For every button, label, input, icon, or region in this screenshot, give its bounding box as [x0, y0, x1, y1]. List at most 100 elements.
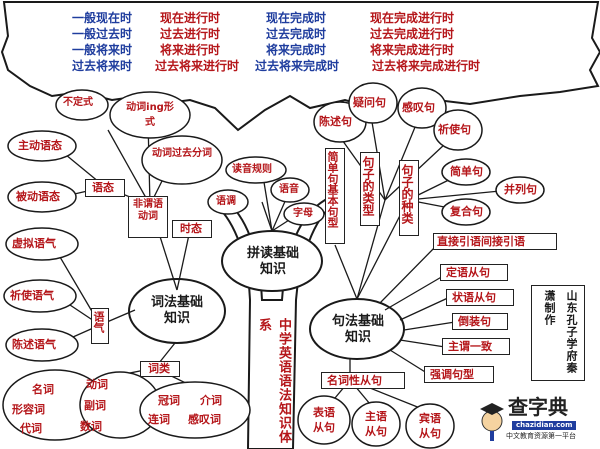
label-yutai: 语态 [92, 181, 114, 194]
box-shitai [172, 220, 212, 238]
tense-cell: 过去将来完成进行时 [372, 59, 481, 73]
cloud-budingshi [55, 89, 109, 121]
box-duozhuang [452, 313, 508, 330]
label-shitai: 时态 [180, 222, 202, 235]
cloud-binglieju [495, 176, 545, 204]
label-qishiju: 祈使句 [438, 123, 471, 136]
label-biaoyu: 表语从句 [313, 406, 335, 434]
label-duozhuang: 倒装句 [458, 315, 491, 328]
label-qiangdiao: 强调句型 [430, 368, 474, 381]
label-yiwenju: 疑问句 [353, 96, 386, 109]
tense-cell: 过去完成时 [266, 27, 327, 41]
box-qiangdiao [424, 366, 494, 383]
label-yinbiao: 语调 [216, 196, 236, 207]
label-binglieju: 并列句 [504, 183, 537, 196]
tense-cell: 现在进行时 [160, 11, 221, 25]
tense-cell: 过去进行时 [160, 27, 221, 41]
tense-cell: 一般将来时 [72, 43, 133, 57]
tense-cell: 一般现在时 [72, 11, 133, 25]
box-yuqi [91, 308, 109, 344]
logo-tag: 中文教育资源第一平台 [506, 432, 576, 440]
cloud-guoqufenci [141, 135, 223, 185]
label-juzileixing: 句子的类型 [361, 156, 375, 216]
label-dongci: 动词 [86, 378, 108, 391]
label-daici: 代词 [20, 422, 42, 435]
cloud-ing [109, 91, 191, 139]
label-yuqi: 语气 [92, 311, 105, 333]
label-fuheju: 复合句 [450, 205, 483, 218]
cloud-binyu [405, 403, 455, 449]
tense-cell: 现在完成时 [266, 11, 327, 25]
tense-cell: 过去将来完成时 [255, 59, 340, 73]
trunk-shape [213, 198, 338, 449]
credit-text: 山东孔子学府秦潇制作 [543, 290, 578, 374]
hub-cifa-label: 词法基础知识 [150, 295, 203, 326]
label-cilei: 词类 [148, 362, 170, 375]
box-zhuangyu [446, 289, 514, 306]
box-jianjuji [325, 148, 345, 244]
label-zhuangyu: 状语从句 [452, 291, 496, 304]
label-jiandanju: 简单句 [450, 165, 483, 178]
box-yutai [85, 179, 125, 197]
chazidian-logo: 查字典 chazidian.com 中文教育资源第一平台 [478, 393, 596, 445]
label-gantanju: 感叹句 [402, 101, 435, 114]
label-feiwei: 非谓语动词 [133, 199, 163, 222]
cloud-xuni [5, 227, 79, 261]
label-xuni: 虚拟语气 [12, 237, 56, 250]
cloud-yiwenju [348, 82, 398, 124]
label-chenshuju: 陈述句 [319, 115, 352, 128]
cloud-biaoyu [297, 395, 351, 445]
label-xingrongci: 形容词 [12, 403, 45, 416]
cloud-beidong [7, 181, 77, 213]
label-zhuyu: 主语从句 [365, 410, 387, 438]
tense-cell: 一般过去时 [72, 27, 133, 41]
box-yizhi [442, 338, 510, 355]
hub-cifa-shape [128, 278, 226, 344]
scholar-mascot-icon [480, 403, 504, 441]
label-chenshu: 陈述语气 [12, 338, 56, 351]
box-feiwei [128, 196, 168, 238]
label-jianjuji: 简单句基本句型 [326, 151, 339, 228]
cloud-gantanju [397, 87, 447, 129]
cloud-fuheju [441, 198, 491, 226]
cloud-yinbiao [207, 189, 249, 215]
cloud-yuyin [270, 177, 310, 203]
box-mingcixing [321, 372, 405, 389]
logo-name: 查字典 [508, 395, 568, 419]
label-jieci: 介词 [200, 394, 222, 407]
label-mingcixing: 名词性从句 [327, 374, 382, 387]
trunk-label: 中学英语语法知识体系 [256, 318, 291, 444]
cloud-qishi [3, 279, 77, 313]
tense-cell: 过去完成进行时 [370, 27, 455, 41]
cloud-zhudong [7, 130, 77, 162]
box-zhijie [433, 233, 557, 250]
label-yuyin: 语音 [279, 184, 299, 195]
cloud-qishiju [433, 109, 483, 151]
label-duyin: 读音规则 [232, 164, 272, 175]
box-juzileixing [360, 152, 380, 226]
cloud-zimu [283, 202, 325, 226]
label-yizhi: 主谓一致 [448, 340, 492, 353]
label-beidong: 被动语态 [16, 190, 60, 203]
label-zhudong: 主动语态 [18, 139, 62, 152]
label-juzizhonglei: 句子的种类 [400, 164, 414, 224]
cloud-jiandanju [441, 158, 491, 186]
hub-pinyin-label: 拼读基础知识 [246, 246, 299, 277]
label-gantanci: 感叹词 [188, 413, 221, 426]
cloud-chenshu [5, 328, 79, 362]
tense-cell: 将来进行时 [160, 43, 221, 57]
cloud-zhuyu [351, 401, 401, 447]
label-budingshi: 不定式 [63, 97, 93, 108]
box-cilei [140, 361, 180, 377]
box-juzizhonglei [399, 160, 419, 236]
logo-sub: chazidian.com [512, 421, 577, 430]
tense-cell: 过去将来时 [72, 59, 133, 73]
cloud-cilei-group-c [139, 381, 251, 439]
label-binyu: 宾语从句 [419, 412, 441, 440]
label-ing: 动词ing形式 [126, 102, 174, 128]
label-lianci: 连词 [148, 413, 170, 426]
label-dingyu: 定语从句 [446, 266, 490, 279]
tense-cell: 过去将来进行时 [155, 59, 240, 73]
